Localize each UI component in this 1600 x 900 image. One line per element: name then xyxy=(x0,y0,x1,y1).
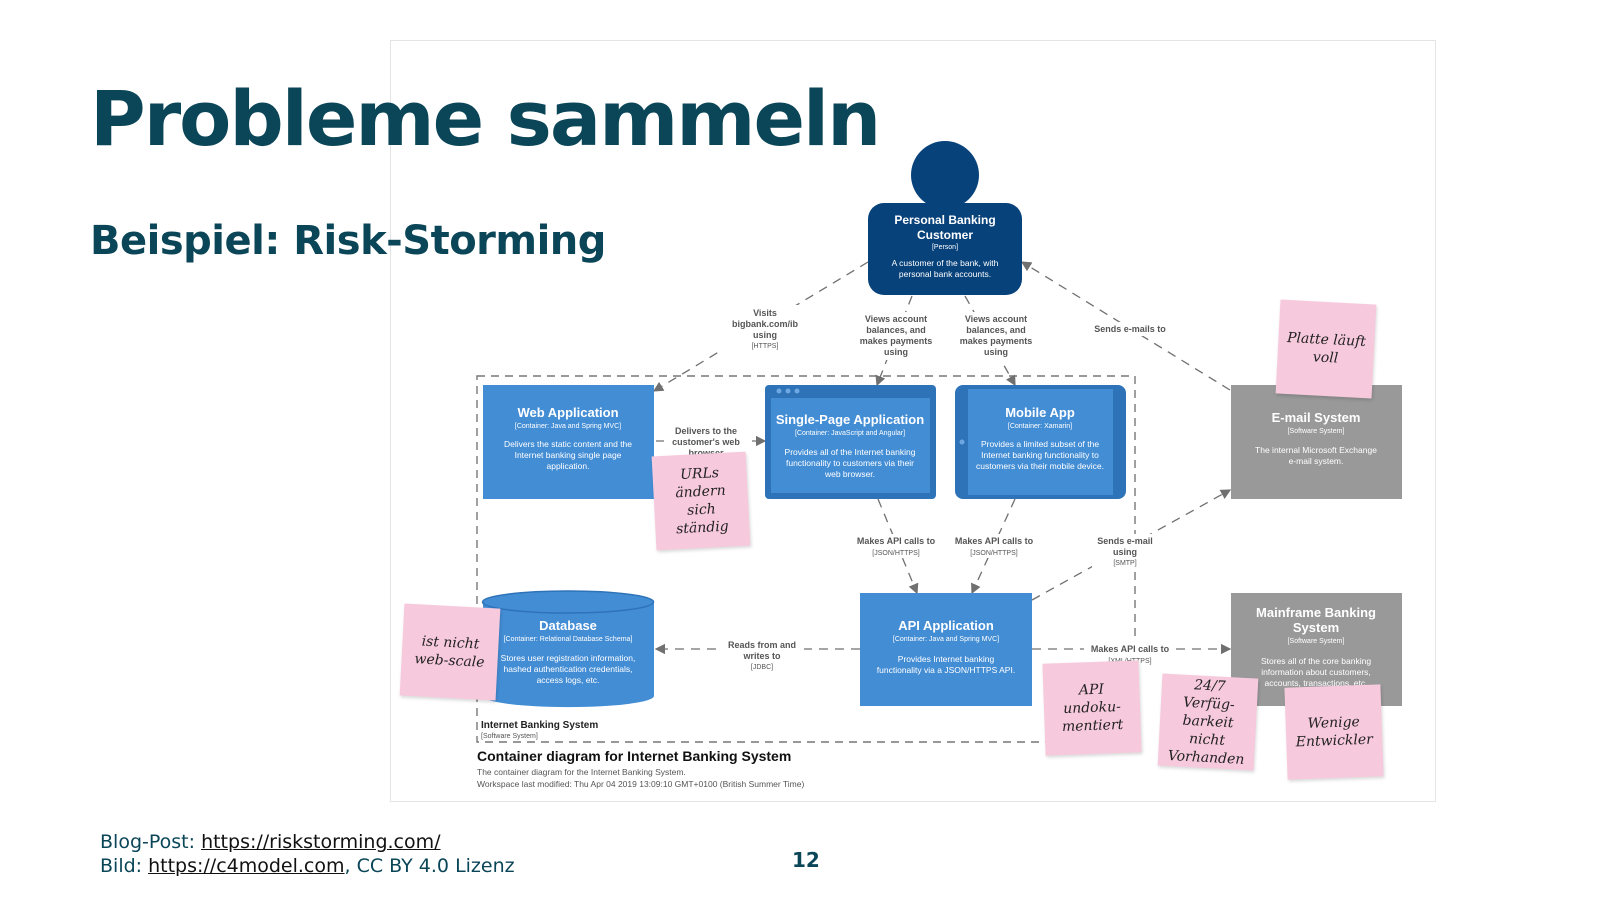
mobile-name: Mobile App xyxy=(1005,405,1075,420)
label-views-mobile-1: Views account xyxy=(965,314,1027,324)
edge-sends-emails xyxy=(1020,261,1231,391)
mainframe-name-1: Mainframe Banking xyxy=(1256,605,1376,620)
footer-blog-label: Blog-Post: xyxy=(100,831,202,853)
api-type: [Container: Java and Spring MVC] xyxy=(893,636,999,643)
spa-name: Single-Page Application xyxy=(776,412,924,427)
person-type: [Person] xyxy=(932,244,958,251)
footer-image-line: Bild: https://c4model.com, CC BY 4.0 Liz… xyxy=(100,854,515,878)
person-desc-2: personal bank accounts. xyxy=(899,269,991,279)
api-node: API Application [Container: Java and Spr… xyxy=(860,593,1032,706)
mobile-node: Mobile App [Container: Xamarin] Provides… xyxy=(955,385,1126,499)
sticky-devs: Wenige Entwickler xyxy=(1284,684,1384,780)
boundary-name: Internet Banking System xyxy=(481,720,598,731)
web-app-type: [Container: Java and Spring MVC] xyxy=(515,423,621,430)
database-desc-3: access logs, etc. xyxy=(537,675,600,685)
person-desc-1: A customer of the bank, with xyxy=(892,258,999,268)
label-views-spa-3: makes payments xyxy=(860,336,933,346)
label-send-email-1: Sends e-mail xyxy=(1097,536,1153,546)
email-node: E-mail System [Software System] The inte… xyxy=(1231,385,1402,499)
label-mainframe-calls: Makes API calls to xyxy=(1091,644,1170,654)
web-app-node: Web Application [Container: Java and Spr… xyxy=(483,385,654,499)
label-spa-api: Makes API calls to xyxy=(857,536,936,546)
web-app-desc-2: Internet banking single page xyxy=(515,450,622,460)
label-views-mobile-4: using xyxy=(984,347,1008,357)
label-reads-2: writes to xyxy=(742,651,781,661)
api-desc-2: functionality via a JSON/HTTPS API. xyxy=(877,665,1015,675)
label-reads-1: Reads from and xyxy=(728,640,796,650)
person-node: Personal Banking Customer [Person] A cus… xyxy=(868,141,1022,295)
web-app-name: Web Application xyxy=(517,405,618,420)
mainframe-desc-1: Stores all of the core banking xyxy=(1261,656,1371,666)
label-send-email-2: using xyxy=(1113,547,1137,557)
boundary-type: [Software System] xyxy=(481,733,538,740)
label-reads-tech: [JDBC] xyxy=(751,664,773,671)
label-sends-emails: Sends e-mails to xyxy=(1094,324,1166,334)
mainframe-desc-3: accounts, transactions, etc. xyxy=(1265,678,1368,688)
person-name-1: Personal Banking xyxy=(894,213,995,227)
mobile-desc-1: Provides a limited subset of the xyxy=(981,439,1099,449)
mainframe-name-2: System xyxy=(1293,620,1339,635)
spa-desc-1: Provides all of the Internet banking xyxy=(785,447,916,457)
email-desc-1: The internal Microsoft Exchange xyxy=(1255,445,1377,455)
spa-desc-2: functionality to customers via their xyxy=(786,458,914,468)
web-app-desc-1: Delivers the static content and the xyxy=(504,439,632,449)
label-mobile-api: Makes API calls to xyxy=(955,536,1034,546)
image-source-link[interactable]: https://c4model.com xyxy=(148,855,345,877)
footer: Blog-Post: https://riskstorming.com/ Bil… xyxy=(100,830,515,878)
api-name: API Application xyxy=(898,618,994,633)
web-app-desc-3: application. xyxy=(546,461,589,471)
footer-image-label: Bild: xyxy=(100,855,149,877)
label-visits-1: Visits xyxy=(753,308,777,318)
slide-subtitle: Beispiel: Risk-Storming xyxy=(90,218,606,264)
footer-blog-line: Blog-Post: https://riskstorming.com/ xyxy=(100,830,515,854)
edge-visits xyxy=(652,261,869,392)
database-desc-2: hashed authentication credentials, xyxy=(503,664,632,674)
api-desc-1: Provides Internet banking xyxy=(898,654,995,664)
email-desc-2: e-mail system. xyxy=(1289,456,1344,466)
sticky-platte: Platte läuft voll xyxy=(1275,299,1377,399)
label-visits-tech: [HTTPS] xyxy=(752,343,779,350)
database-desc-1: Stores user registration information, xyxy=(501,653,636,663)
label-views-mobile-3: makes payments xyxy=(960,336,1033,346)
mobile-desc-2: Internet banking functionality to xyxy=(981,450,1099,460)
sticky-api-doc: API undoku-mentiert xyxy=(1042,660,1142,756)
mainframe-desc-2: information about customers, xyxy=(1261,667,1371,677)
label-spa-api-tech: [JSON/HTTPS] xyxy=(872,550,920,557)
footer-license: , CC BY 4.0 Lizenz xyxy=(344,855,515,877)
sticky-webscale: ist nicht web-scale xyxy=(399,603,501,701)
mobile-type: [Container: Xamarin] xyxy=(1008,423,1072,430)
label-views-spa-1: Views account xyxy=(865,314,927,324)
label-visits-2: bigbank.com/ib xyxy=(732,319,799,329)
label-delivers-2: customer's web xyxy=(672,437,740,447)
database-node: Database [Container: Relational Database… xyxy=(481,590,655,708)
person-name-2: Customer xyxy=(917,228,973,242)
label-send-email-tech: [SMTP] xyxy=(1113,560,1136,567)
spa-node: Single-Page Application [Container: Java… xyxy=(765,385,936,499)
spa-type: [Container: JavaScript and Angular] xyxy=(795,430,905,437)
label-views-spa-2: balances, and xyxy=(866,325,926,335)
email-name: E-mail System xyxy=(1272,410,1361,425)
sticky-availability: 24/7 Verfüg-barkeit nicht Vorhanden xyxy=(1157,673,1259,771)
diagram-caption-line2: Workspace last modified: Thu Apr 04 2019… xyxy=(477,779,804,789)
label-delivers-1: Delivers to the xyxy=(675,426,737,436)
spa-desc-3: web browser. xyxy=(824,469,875,479)
database-type: [Container: Relational Database Schema] xyxy=(504,636,633,643)
label-visits-3: using xyxy=(753,330,777,340)
mobile-desc-3: customers via their mobile device. xyxy=(976,461,1104,471)
label-views-spa-4: using xyxy=(884,347,908,357)
page-number: 12 xyxy=(792,848,820,872)
database-name: Database xyxy=(539,618,597,633)
label-views-mobile-2: balances, and xyxy=(966,325,1026,335)
label-mobile-api-tech: [JSON/HTTPS] xyxy=(970,550,1018,557)
email-type: [Software System] xyxy=(1288,428,1345,435)
diagram-caption-line1: The container diagram for the Internet B… xyxy=(477,767,686,777)
slide-title: Probleme sammeln xyxy=(90,74,881,163)
sticky-urls: URLs ändern sich ständig xyxy=(651,451,751,551)
blog-link[interactable]: https://riskstorming.com/ xyxy=(201,831,441,853)
mainframe-type: [Software System] xyxy=(1288,638,1345,645)
diagram-caption-title: Container diagram for Internet Banking S… xyxy=(477,748,791,764)
